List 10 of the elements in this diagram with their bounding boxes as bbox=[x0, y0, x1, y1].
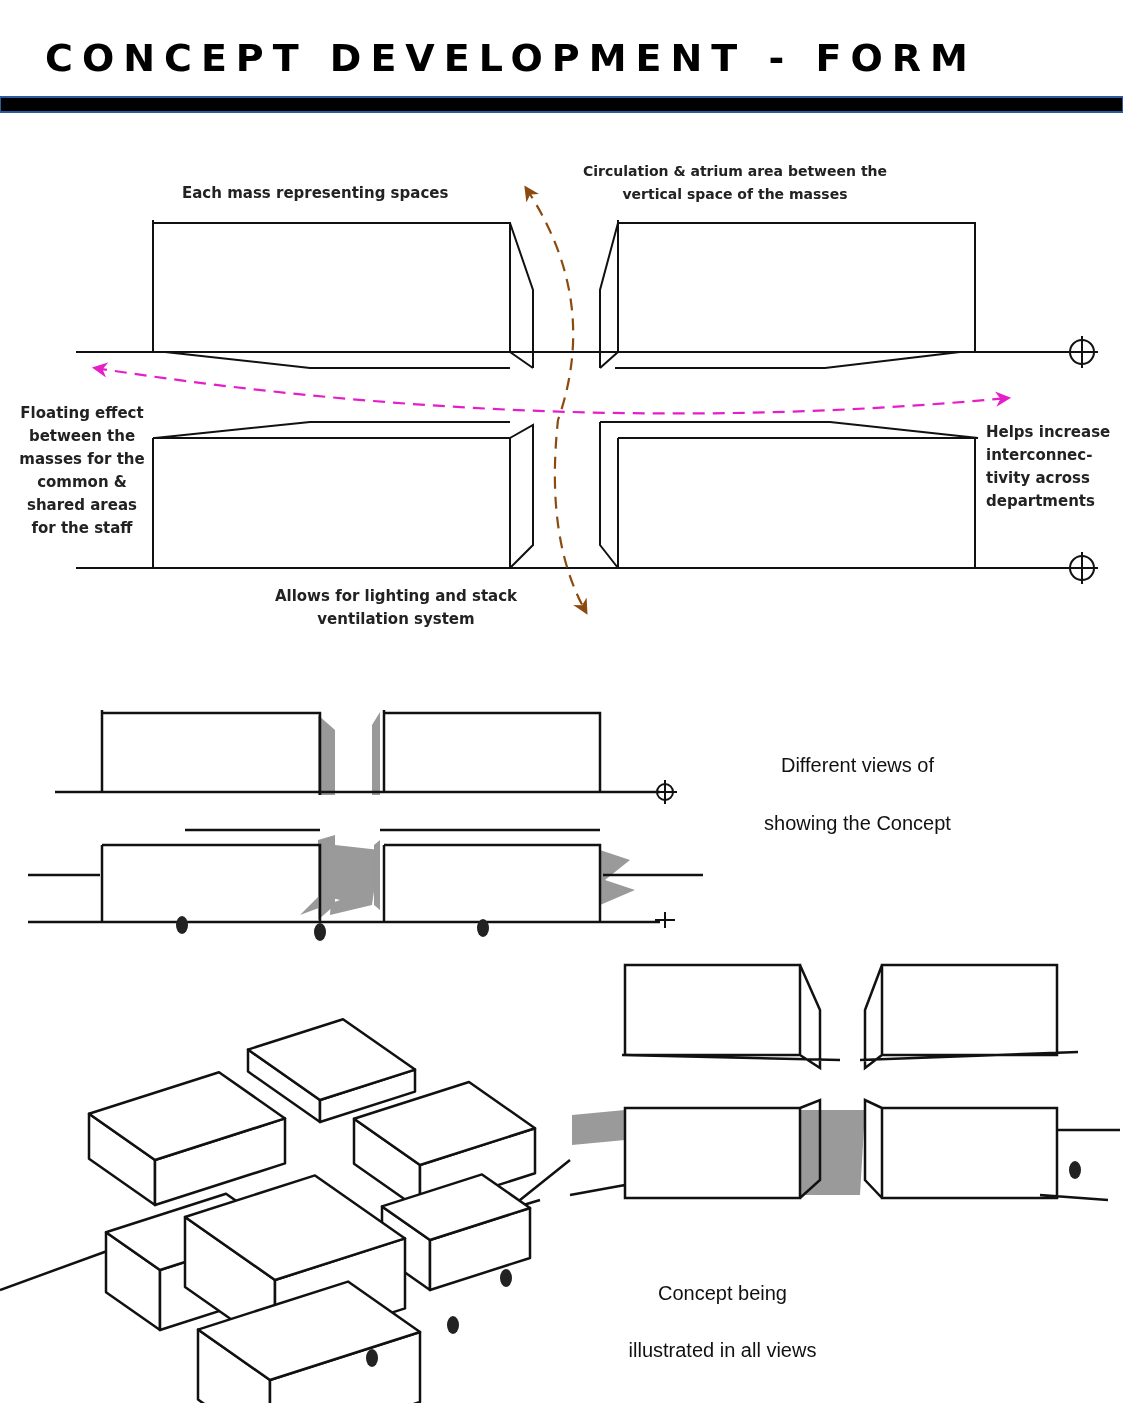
annotation-text: Allows for lighting and stack ventilation system bbox=[273, 586, 519, 630]
caption-text: showing the Concept bbox=[763, 812, 952, 835]
annotation-text: Floating effect between the masses for the common & shared areas for the staff bbox=[18, 403, 146, 539]
annotation-text: Helps increase interconnec- tivity across departments bbox=[986, 422, 1111, 512]
annotation-text: Circulation & atrium area between the vertical space of the masses bbox=[581, 162, 889, 204]
annotation-text: Each mass representing spaces bbox=[182, 183, 449, 204]
page-title: CONCEPT DEVELOPMENT - FORM bbox=[45, 36, 977, 80]
caption-text: illustrated in all views bbox=[627, 1339, 818, 1362]
caption-text: Concept being bbox=[657, 1282, 788, 1305]
caption-text: Different views of bbox=[780, 754, 935, 777]
